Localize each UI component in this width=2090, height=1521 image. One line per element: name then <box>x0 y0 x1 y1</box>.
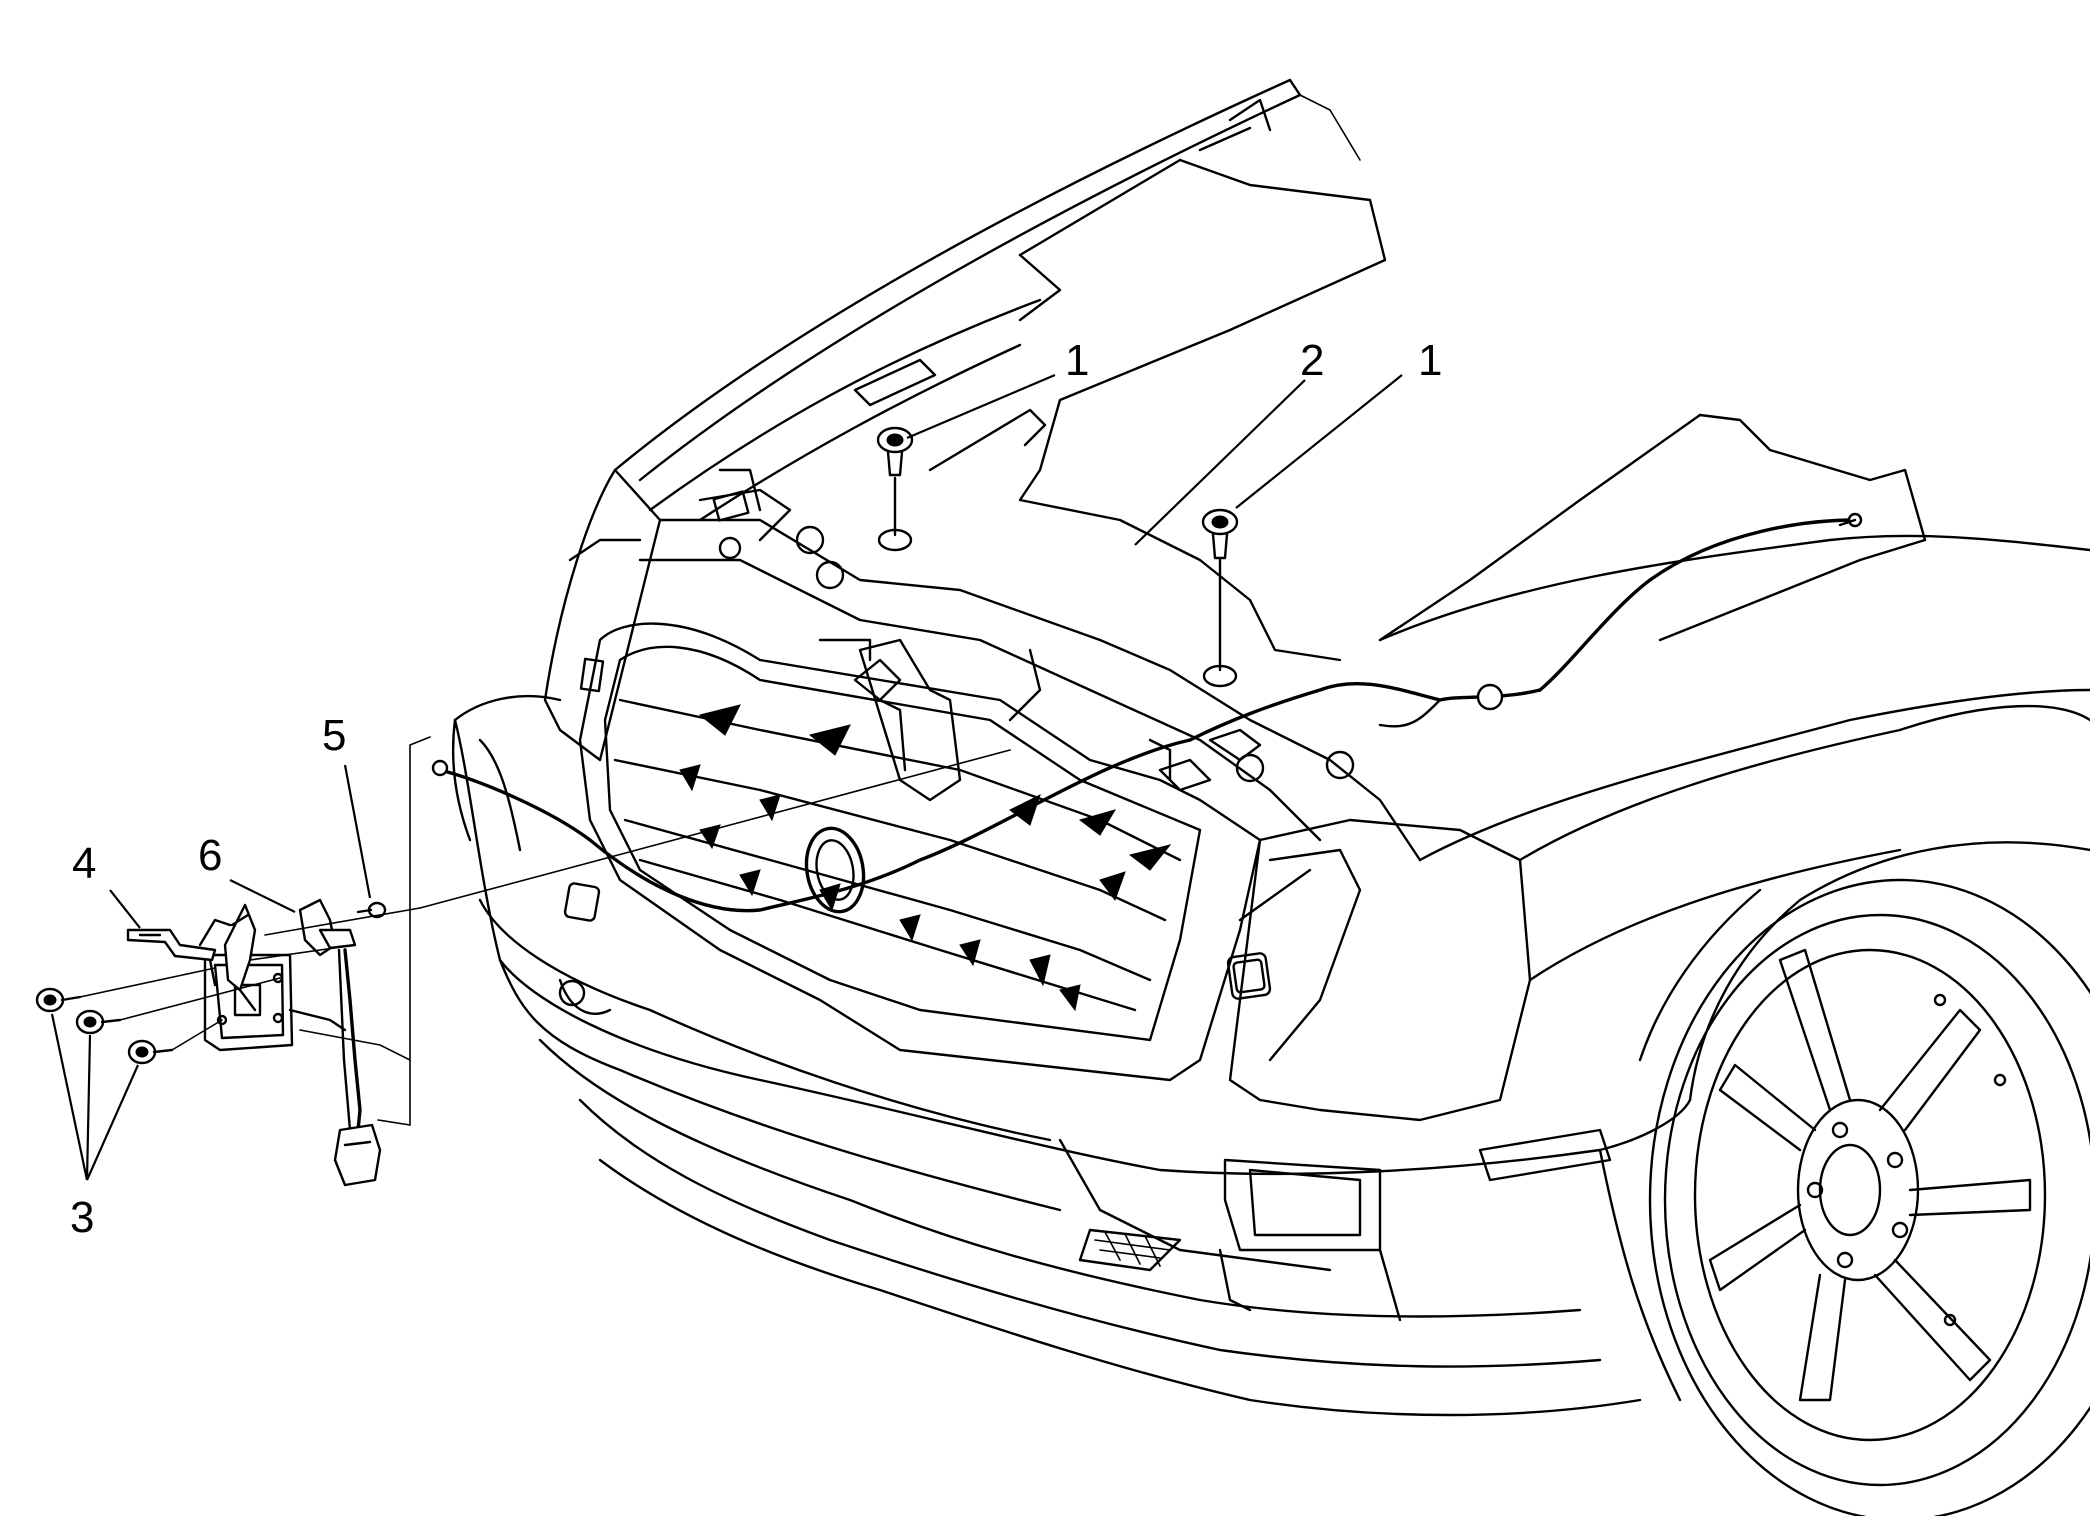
bolt-3 <box>127 1039 174 1065</box>
bolt-5 <box>356 901 387 919</box>
callout-6: 6 <box>198 831 222 880</box>
emblem-icon <box>804 826 866 914</box>
callout-1b: 1 <box>1418 336 1442 385</box>
hood-latch-assembly <box>126 898 382 1187</box>
callout-1a: 1 <box>1065 336 1089 385</box>
callout-4: 4 <box>72 839 96 888</box>
bolt-1 <box>35 987 82 1013</box>
car-front-fascia <box>451 468 1692 1417</box>
front-wheel <box>1648 878 2090 1521</box>
hood-insulator <box>928 158 1927 662</box>
callout-3: 3 <box>70 1193 94 1242</box>
retainer-right <box>1201 508 1239 688</box>
callout-5: 5 <box>322 711 346 760</box>
callout-leaders <box>50 373 1403 1181</box>
bolt-2 <box>75 1009 122 1035</box>
right-fender <box>1378 534 2090 1402</box>
callout-labels: 1 2 1 5 4 6 3 <box>70 336 1442 1242</box>
grille-ribs <box>679 704 1172 1012</box>
callout-2: 2 <box>1300 336 1324 385</box>
retainer-left <box>876 426 914 552</box>
cable-clip-icon <box>1476 683 1504 711</box>
hood-panel <box>613 78 1361 522</box>
